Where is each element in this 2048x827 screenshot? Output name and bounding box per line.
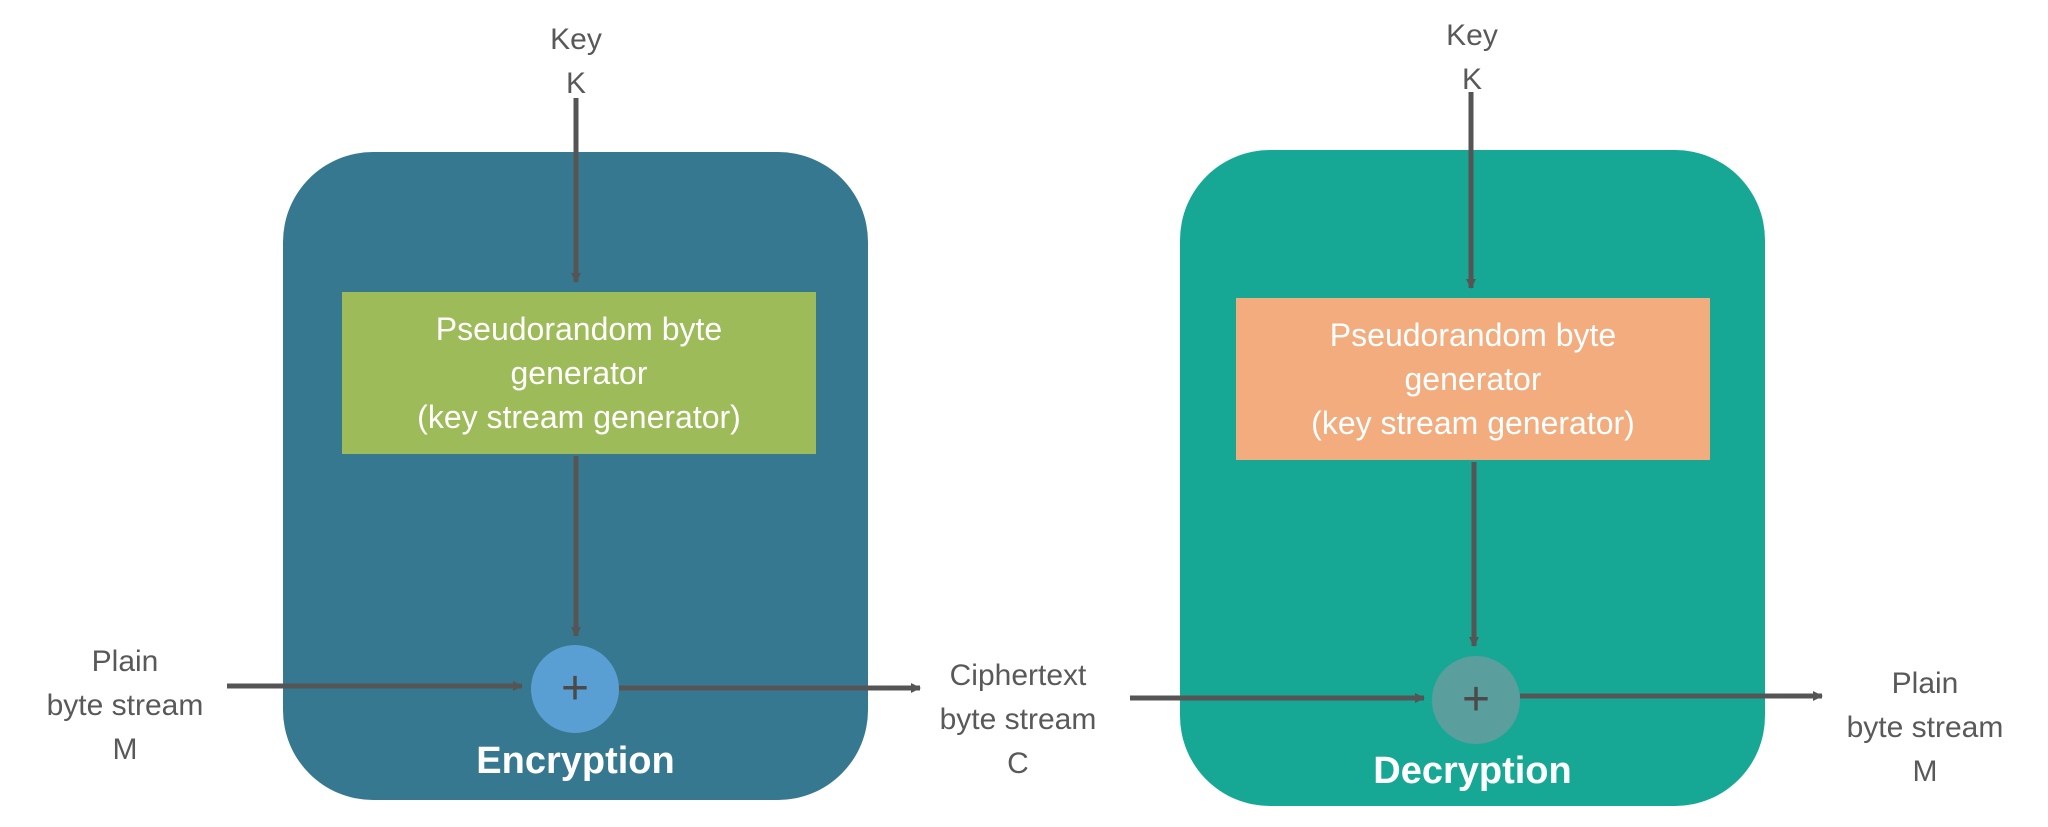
- plaintext-line1: Plain: [1891, 667, 1959, 700]
- plaintext-line3: M: [1912, 755, 1938, 788]
- plaintext-line2: byte stream: [46, 689, 204, 722]
- generator-label-line3: (key stream generator): [417, 399, 741, 435]
- ciphertext-line3: C: [1007, 747, 1029, 780]
- decryption-title: Decryption: [1373, 750, 1572, 792]
- ciphertext-line2: byte stream: [939, 703, 1097, 736]
- xor-symbol: +: [560, 662, 590, 715]
- xor-symbol: +: [1461, 673, 1491, 726]
- encryption-xor-node: +: [531, 645, 619, 733]
- generator-label-line1: Pseudorandom byte: [1329, 317, 1617, 353]
- key-label-line1: Key: [1446, 19, 1498, 52]
- encryption-keystream-generator: Pseudorandom byte generator (key stream …: [342, 292, 816, 454]
- decryption-xor-node: +: [1432, 656, 1520, 744]
- plaintext-line3: M: [112, 733, 138, 766]
- generator-label-line1: Pseudorandom byte: [435, 311, 723, 347]
- encryption-key-label: Key K: [526, 18, 626, 106]
- encryption-title: Encryption: [476, 740, 675, 782]
- ciphertext-line1: Ciphertext: [949, 659, 1087, 692]
- generator-label-line2: generator: [510, 355, 648, 391]
- decryption-key-label: Key K: [1422, 14, 1522, 102]
- key-label-line2: K: [565, 67, 586, 100]
- plaintext-line2: byte stream: [1846, 711, 2004, 744]
- plaintext-output-label: Plain byte stream M: [1820, 662, 2030, 794]
- ciphertext-label: Ciphertext byte stream C: [908, 654, 1128, 786]
- key-label-line1: Key: [550, 23, 602, 56]
- plaintext-input-label: Plain byte stream M: [20, 640, 230, 772]
- key-label-line2: K: [1461, 63, 1482, 96]
- decryption-keystream-generator: Pseudorandom byte generator (key stream …: [1236, 298, 1710, 460]
- generator-label-line3: (key stream generator): [1311, 405, 1635, 441]
- plaintext-line1: Plain: [91, 645, 159, 678]
- generator-label-line2: generator: [1404, 361, 1542, 397]
